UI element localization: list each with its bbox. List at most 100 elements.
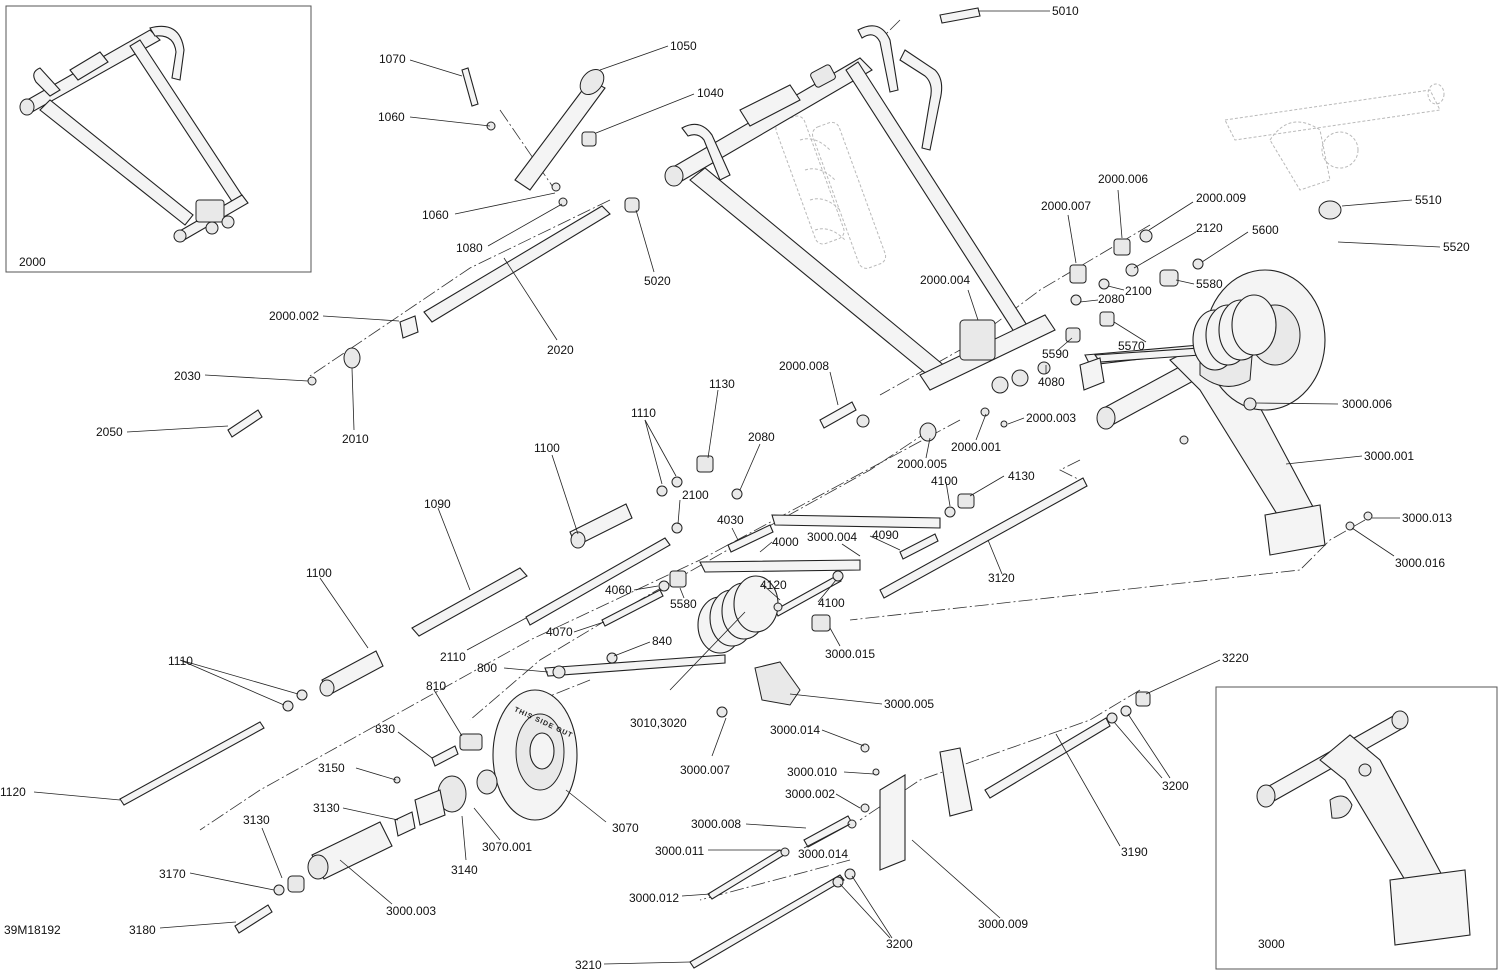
document-id: 39M18192 (4, 923, 61, 937)
callout-3210: 3210 (575, 958, 602, 972)
callout-1100: 1100 (534, 441, 560, 455)
callout-2120: 2120 (1196, 221, 1223, 235)
callout-3170: 3170 (159, 867, 186, 881)
callout-2020: 2020 (547, 343, 574, 357)
callout-3000-009: 3000.009 (978, 917, 1028, 931)
callout-3180: 3180 (129, 923, 156, 937)
callout-830: 830 (375, 722, 395, 736)
callout-840: 840 (652, 634, 672, 648)
callout-3000-001: 3000.001 (1364, 449, 1414, 463)
callout-4080: 4080 (1038, 375, 1065, 389)
callout-3220: 3220 (1222, 651, 1249, 665)
callout-3150: 3150 (318, 761, 345, 775)
callout-2100: 2100 (1125, 284, 1152, 298)
callout-3000-011: 3000.011 (655, 844, 704, 858)
callout-3200: 3200 (1162, 779, 1189, 793)
callout-5580: 5580 (670, 597, 697, 611)
callout-1120: 1120 (0, 785, 26, 799)
callout-2000-004: 2000.004 (920, 273, 970, 287)
callout-2000-008: 2000.008 (779, 359, 829, 373)
callout-3130: 3130 (243, 813, 270, 827)
callout-3000-014: 3000.014 (798, 847, 848, 861)
callout-2000-006: 2000.006 (1098, 172, 1148, 186)
assembly-axes (199, 19, 1366, 901)
callout-2080: 2080 (748, 430, 775, 444)
callout-1060: 1060 (422, 208, 449, 222)
callout-2050: 2050 (96, 425, 123, 439)
callout-3200: 3200 (886, 937, 913, 951)
callout-3000-012: 3000.012 (629, 891, 679, 905)
callout-1110: 1110 (168, 654, 193, 668)
inset-front-arm-assembly: 2000 (5, 5, 312, 273)
callout-5580: 5580 (1196, 277, 1223, 291)
callout-4130: 4130 (1008, 469, 1035, 483)
callout-3000-016: 3000.016 (1395, 556, 1445, 570)
callout-1100: 1100 (306, 566, 332, 580)
callout-5570: 5570 (1118, 339, 1145, 353)
callout-2010: 2010 (342, 432, 369, 446)
inset-label-2000: 2000 (19, 255, 46, 269)
callout-3130: 3130 (313, 801, 340, 815)
callout-3000-002: 3000.002 (785, 787, 835, 801)
callout-5520: 5520 (1443, 240, 1470, 254)
callout-3000-007: 3000.007 (680, 763, 730, 777)
small-hardware (273, 67, 1373, 896)
inset-rear-arm-assembly: 3000 (1215, 686, 1498, 970)
callout-5600: 5600 (1252, 223, 1279, 237)
callout-3070: 3070 (612, 821, 639, 835)
callout-1040: 1040 (697, 86, 724, 100)
callout-2030: 2030 (174, 369, 201, 383)
callout-5590: 5590 (1042, 347, 1069, 361)
front-arm-frame (664, 25, 1056, 394)
callout-1090: 1090 (424, 497, 451, 511)
callout-4000: 4000 (772, 535, 799, 549)
links-and-brackets (514, 68, 1201, 871)
callout-1080: 1080 (456, 241, 483, 255)
callout-800: 800 (477, 661, 497, 675)
callout-4090: 4090 (872, 528, 899, 542)
callout-2000-002: 2000.002 (269, 309, 319, 323)
callout-2100: 2100 (682, 488, 709, 502)
torsion-springs (697, 294, 1277, 654)
callout-810: 810 (426, 679, 446, 693)
callout-3000-014: 3000.014 (770, 723, 820, 737)
callout-4100: 4100 (818, 596, 845, 610)
callout-1060: 1060 (378, 110, 405, 124)
callout-3000-015: 3000.015 (825, 647, 875, 661)
callout-3190: 3190 (1121, 845, 1148, 859)
callout-1070: 1070 (379, 52, 406, 66)
callout-3070-001: 3070.001 (482, 840, 532, 854)
callout-3000-004: 3000.004 (807, 530, 857, 544)
callout-3140: 3140 (451, 863, 478, 877)
callout-2110: 2110 (440, 650, 466, 664)
inset-label-3000: 3000 (1258, 937, 1285, 951)
callout-2000-007: 2000.007 (1041, 199, 1091, 213)
callout-4030: 4030 (717, 513, 744, 527)
callout-2000-001: 2000.001 (951, 440, 1001, 454)
callout-4120: 4120 (760, 578, 787, 592)
idler-wheel: THIS SIDE OUT (492, 689, 578, 821)
callout-4070: 4070 (546, 625, 573, 639)
callout-2000-009: 2000.009 (1196, 191, 1246, 205)
callout-3120: 3120 (988, 571, 1015, 585)
callout-5510: 5510 (1415, 193, 1442, 207)
leader-lines (33, 10, 1441, 965)
shafts-and-rods (119, 7, 1111, 969)
callout-4060: 4060 (605, 583, 632, 597)
callout-4100: 4100 (931, 474, 958, 488)
callout-3000-010: 3000.010 (787, 765, 837, 779)
callout-3010-3020: 3010,3020 (630, 716, 687, 730)
callout-1050: 1050 (670, 39, 697, 53)
part-callouts: 5010 1050 1070 1040 1060 1060 1080 5020 2000.002… (0, 4, 1470, 972)
callout-2000-003: 2000.003 (1026, 411, 1076, 425)
callout-3000-005: 3000.005 (884, 697, 934, 711)
callout-1130: 1130 (709, 377, 735, 391)
callout-3000-008: 3000.008 (691, 817, 741, 831)
callout-2000-005: 2000.005 (897, 457, 947, 471)
callout-2080: 2080 (1098, 292, 1125, 306)
callout-3000-013: 3000.013 (1402, 511, 1452, 525)
callout-5010: 5010 (1052, 4, 1079, 18)
callout-3000-006: 3000.006 (1342, 397, 1392, 411)
callout-5020: 5020 (644, 274, 671, 288)
